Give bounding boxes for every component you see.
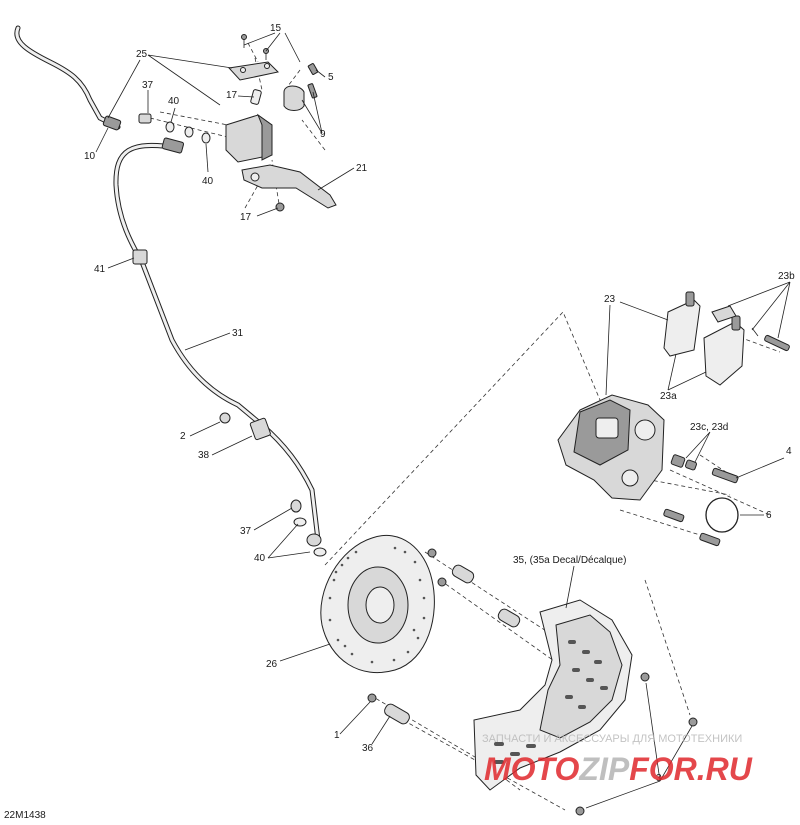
callout-37-bottom: 37 [240,526,252,537]
callout-23a: 23a [660,391,677,402]
callout-38: 38 [198,450,210,461]
caliper-assembly [557,291,790,547]
hose-end-fitting [161,137,185,154]
watermark-brand-logo: MOTOZIPFOR.RU [484,751,753,787]
pivot-nut-17 [275,202,285,212]
screw-3-c [575,806,585,816]
screw-1-a [427,548,437,558]
hose-clip-41 [132,249,148,265]
callout-40-bottom: 40 [254,553,266,564]
watermark: ЗАПЧАСТИ И АКСЕССУАРЫ ДЛЯ МОТОТЕХНИКИ MO… [482,733,753,787]
banjo-bolt-37 [290,499,302,513]
screw-3-b [688,717,698,727]
brake-pad-b [703,321,745,386]
clamp-9 [283,85,305,111]
callout-6: 6 [766,510,772,521]
caliper-bolt-b [699,532,721,547]
hose-end-lower [306,533,322,547]
pad-spring [711,305,737,323]
callout-26: 26 [266,659,278,670]
callout-23b: 23b [778,271,795,282]
disc-hub-splines [365,586,395,624]
callout-23: 23 [604,294,616,305]
brake-lever [241,164,337,209]
callout-41: 41 [94,264,106,275]
screw-3-a [640,672,650,682]
callout-3: 3 [656,773,662,784]
watermark-brand-moto: MOTO [484,751,580,787]
callout-leaders [95,32,791,809]
callout-15: 15 [270,23,282,34]
washer-40-a [293,517,307,527]
bleeder-17 [250,89,262,105]
callout-17-bottom: 17 [240,212,252,223]
callout-numbers: 15 25 5 37 17 40 9 10 21 40 17 41 31 2 3… [4,23,795,821]
bolt-5 [307,63,319,75]
bolt-9 [307,83,318,99]
screw-1-c [367,693,377,703]
bolt-4 [711,467,739,484]
washer-40-top [165,121,175,133]
screw-15-a [241,34,247,40]
washer-40-b [313,547,327,557]
watermark-brand-ru: .RU [697,751,753,787]
watermark-brand-zip: ZIP [578,751,629,787]
bleeder-23c [670,454,686,468]
callout-9: 9 [320,129,326,140]
nut-2 [219,412,231,424]
callout-4: 4 [786,446,792,457]
washer-40-low [201,132,211,144]
caliper-bolt-a [663,508,685,523]
pad-pin [764,334,790,352]
hose-bracket-38 [249,417,271,441]
o-ring-6 [705,497,739,533]
callout-21: 21 [356,163,368,174]
callout-36: 36 [362,743,374,754]
callout-5: 5 [328,72,334,83]
callout-40-mid: 40 [202,176,214,187]
brake-disc [320,534,435,674]
callout-1: 1 [334,730,340,741]
disc-guard [473,599,698,816]
callout-25: 25 [136,49,148,60]
callout-10: 10 [84,151,96,162]
callout-31: 31 [232,328,244,339]
disc-hardware [367,548,521,725]
callout-23c-23d: 23c, 23d [690,422,728,433]
main-brake-hose [113,137,327,557]
line-fitting-upper [102,115,122,131]
callout-17-top: 17 [226,90,238,101]
banjo-bolt-37-top [138,113,152,124]
callout-35: 35, (35a Decal/Décalque) [513,555,626,566]
upper-brake-line [14,25,122,131]
watermark-tagline: ЗАПЧАСТИ И АКСЕССУАРЫ ДЛЯ МОТОТЕХНИКИ [482,733,742,745]
spacer-36 [384,703,410,725]
watermark-brand-for: FOR [629,751,697,787]
callout-37-top: 37 [142,80,154,91]
reservoir-cover [227,61,280,81]
washer-40-mid [184,126,194,138]
spacer-b [497,608,521,628]
callout-2: 2 [180,431,186,442]
callout-40-top: 40 [168,96,180,107]
master-cylinder-assembly [138,34,337,212]
brake-pad-a [663,299,701,357]
screw-1-b [437,577,447,587]
drawing-code: 22M1438 [4,810,46,821]
spacer-a [451,564,475,584]
